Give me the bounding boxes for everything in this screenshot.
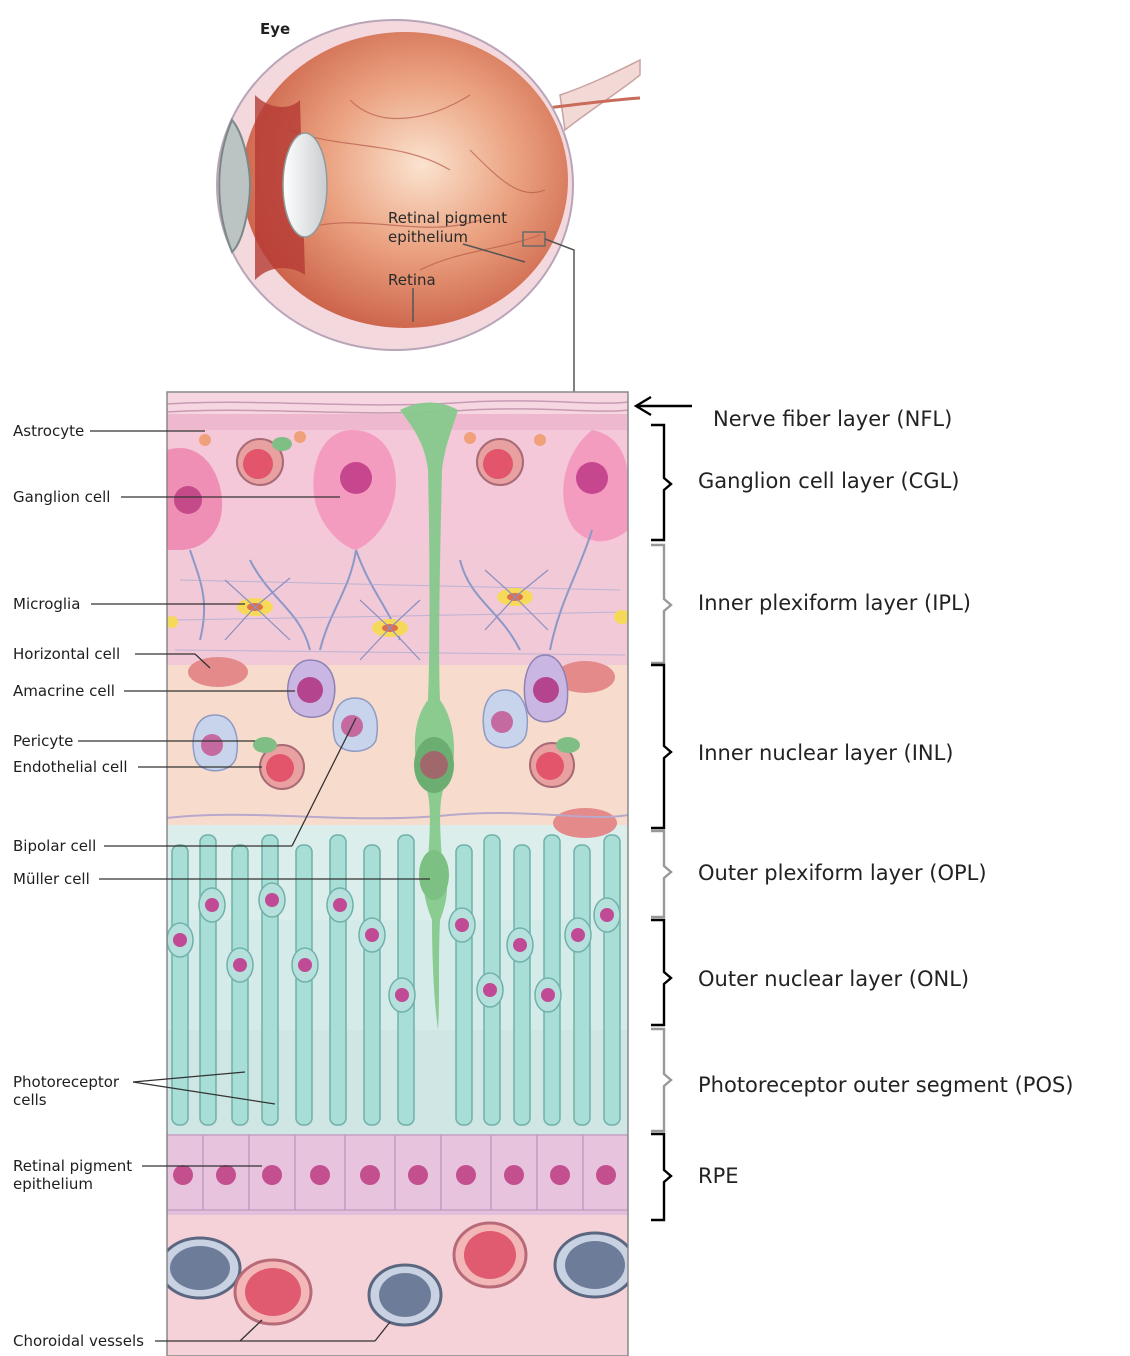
choroidal-vessels-label: Choroidal vessels <box>13 1332 144 1350</box>
retina-cross-section <box>160 392 635 1356</box>
astrocyte-label: Astrocyte <box>13 422 84 440</box>
layer-label-rpe: RPE <box>698 1163 739 1189</box>
layer-label-opl: Outer plexiform layer (OPL) <box>698 860 987 886</box>
bipolar-cell-label: Bipolar cell <box>13 837 96 855</box>
muller-cell-label: Müller cell <box>13 870 90 888</box>
layer-label-ipl: Inner plexiform layer (IPL) <box>698 590 971 616</box>
pericyte-label: Pericyte <box>13 732 73 750</box>
endothelial-cell-label: Endothelial cell <box>13 758 128 776</box>
amacrine-cell-label: Amacrine cell <box>13 682 115 700</box>
ganglion-cell-label: Ganglion cell <box>13 488 110 506</box>
layer-label-onl: Outer nuclear layer (ONL) <box>698 966 969 992</box>
retinal-pigment-epithelium-label: Retinal pigment epithelium <box>13 1157 141 1193</box>
horizontal-cell-label: Horizontal cell <box>13 645 120 663</box>
microglia-label: Microglia <box>13 595 80 613</box>
layer-label-gcl: Ganglion cell layer (CGL) <box>698 468 959 494</box>
layer-label-nfl: Nerve fiber layer (NFL) <box>713 406 952 432</box>
eye-title: Eye <box>260 20 290 38</box>
layer-brackets <box>636 397 692 1220</box>
layer-label-pos: Photoreceptor outer segment (POS) <box>698 1072 1074 1098</box>
eye-illustration <box>217 20 640 392</box>
photoreceptor-cells-label: Photoreceptor cells <box>13 1073 131 1109</box>
eye-retina-label: Retina <box>388 271 436 290</box>
layer-label-inl: Inner nuclear layer (INL) <box>698 740 954 766</box>
eye-rpe-label: Retinal pigment epithelium <box>388 209 523 247</box>
